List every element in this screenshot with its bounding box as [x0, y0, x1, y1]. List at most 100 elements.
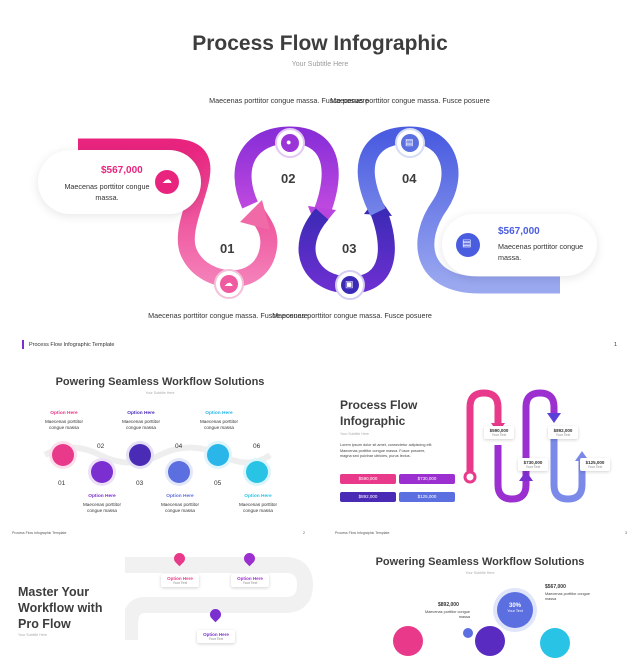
slide-title: Process Flow Infographic	[192, 32, 448, 55]
thumb1-number-6: 06	[253, 443, 261, 450]
thumb1-option-text-2: Maecenas porttitor congue massa	[82, 502, 122, 513]
thumb2-valbox-3-value: $892,000	[553, 428, 573, 433]
step-caption-03: Maecenas porttitor congue massa. Fusce p…	[272, 311, 432, 320]
thumb2-valbox-4-text: Your Text	[587, 465, 603, 469]
thumb1-circle-6	[246, 461, 268, 483]
arrow-head-pink	[240, 200, 270, 230]
thumb4-percent-circle: 30% Your Text	[497, 592, 533, 628]
thumb2-flow-diagram	[463, 389, 589, 503]
thumb1-title: Powering Seamless Workflow Solutions	[55, 376, 265, 388]
thumb3-card-2-text: Your Text	[242, 581, 258, 585]
cards-icon: ▤	[405, 137, 414, 147]
right-card-amount: $567,000	[498, 226, 540, 237]
thumb1-option-label-2: Option Here	[88, 494, 116, 499]
thumb3-card-1-label: Option Here	[167, 576, 193, 581]
step-caption-02: Maecenas porttitor congue massa. Fusce p…	[209, 96, 369, 105]
briefcase-icon: ▣	[345, 279, 354, 289]
thumb2-valbox-1-text: Your Text	[491, 433, 507, 437]
left-card-amount: $567,000	[101, 165, 143, 176]
thumb3-card-3-label: Option Here	[203, 632, 229, 637]
thumb1-circle-1	[52, 444, 74, 466]
thumb1-number-1: 01	[58, 480, 66, 487]
thumb4-percent-text: Your Text	[507, 609, 523, 613]
thumb1-circle-4	[168, 461, 190, 483]
left-info-card: $567,000 Maecenas porttitor congue massa…	[38, 150, 201, 214]
thumb2-title-line1: Process Flow	[340, 398, 418, 412]
cards-icon: ▤	[462, 238, 472, 249]
thumb2-pill-1: $590,000	[340, 474, 396, 484]
thumb1-option-text-4: Maecenas porttitor congue massa	[160, 502, 200, 513]
thumb3-road-path	[125, 557, 314, 640]
thumb2-valbox-2-value: $730,000	[523, 460, 543, 465]
step-caption-01: Maecenas porttitor congue massa. Fusce p…	[148, 311, 308, 320]
right-info-card: ▤ $567,000 Maecenas porttitor congue mas…	[442, 214, 597, 276]
thumb1-option-text-5: Maecenas porttitor congue massa	[199, 419, 239, 430]
step-caption-04: Maecenas porttitor congue massa. Fusce p…	[330, 96, 490, 105]
thumb1-wave-line	[43, 444, 272, 466]
thumb3-card-2: Option Here Your Text	[231, 574, 269, 587]
left-card-icon-circle	[155, 170, 179, 194]
thumb1-option-text-6: Maecenas porttitor congue massa	[238, 502, 278, 513]
thumb2-pill-2: $730,000	[399, 474, 455, 484]
thumb3-card-3: Option Here Your Text	[197, 630, 235, 643]
thumb2-title-line2: Infographic	[340, 414, 406, 428]
thumb4-percent: 30%	[508, 603, 521, 609]
thumb2-subtitle: Your Subtitle Here	[340, 432, 370, 436]
thumb4-circle-cyan	[540, 628, 570, 658]
thumb1-option-label-4: Option Here	[166, 494, 194, 499]
thumb3-title-line3: Pro Flow	[18, 617, 71, 631]
thumb3-card-1-text: Your Text	[172, 581, 188, 585]
thumb2-valbox-3: $892,000 Your Text	[548, 426, 578, 439]
thumb3-subtitle: Your Subtitle Here	[18, 633, 48, 637]
thumb2-valbox-2: $730,000 Your Text	[518, 458, 548, 471]
slide-subtitle: Your Subtitle Here	[291, 61, 349, 68]
thumb1-circle-3	[129, 444, 151, 466]
thumb3-card-3-text: Your Text	[208, 637, 224, 641]
thumb1-page: 2	[303, 531, 305, 535]
footer-text: Process Flow Infographic Template	[29, 342, 115, 348]
process-flow-diagram	[78, 126, 560, 300]
thumb1-circle-2	[91, 461, 113, 483]
thumb1-option-label-3: Option Here	[127, 411, 155, 416]
thumb1-option-text-3: Maecenas porttitor congue massa	[121, 419, 161, 430]
flow-segment-blue	[357, 126, 560, 294]
thumb3-card-1: Option Here Your Text	[161, 574, 199, 587]
thumb4-circle-purple	[475, 626, 505, 656]
thumb1-number-2: 02	[97, 443, 105, 450]
thumb1-number-3: 03	[136, 480, 144, 487]
thumb1-number-4: 04	[175, 443, 183, 450]
thumb1-option-text-1: Maecenas porttitor congue massa	[44, 419, 84, 430]
thumb1-footer: Process Flow Infographic Template	[12, 531, 67, 535]
footer-accent-bar	[22, 340, 24, 349]
thumb4-title: Powering Seamless Workflow Solutions	[375, 556, 585, 568]
page-number: 1	[614, 342, 618, 348]
flow-segment-pink	[78, 138, 278, 288]
thumb2-pill-3: $892,000	[340, 492, 396, 502]
thumb2-page: 3	[625, 531, 627, 535]
thumb2-body: Lorem ipsum dolor sit amet, consectetur …	[340, 443, 433, 458]
thumb4-circle-pink	[393, 626, 423, 656]
right-card-text: Maecenas porttitor congue massa.	[498, 242, 584, 262]
thumb3-title-line2: Workflow with	[18, 601, 103, 615]
thumb2-valbox-3-text: Your Text	[555, 433, 571, 437]
thumb4-value-right: $567,000	[545, 584, 566, 590]
thumb2-footer: Process Flow Infographic Template	[335, 531, 390, 535]
thumb4-text-left: Maecenas porttitor congue massa	[425, 610, 470, 619]
cloud-icon: ☁	[162, 175, 172, 186]
thumb4-subtitle: Your Subtitle Here	[465, 571, 495, 575]
thumb4-text-right: Maecenas porttitor congue massa	[545, 592, 590, 601]
step-number-03: 03	[342, 241, 357, 256]
thumb2-valbox-2-text: Your Text	[525, 465, 541, 469]
thumb4-dot	[463, 628, 473, 638]
thumb3-title-line1: Master Your	[18, 585, 90, 599]
thumb2-valbox-1-value: $590,000	[489, 428, 509, 433]
thumb2-valbox-4-value: $125,000	[585, 460, 605, 465]
thumb1-option-label-1: Option Here	[50, 411, 78, 416]
thumb4-value-left: $892,000	[438, 602, 459, 608]
thumb1-circle-5	[207, 444, 229, 466]
thumb1-number-5: 05	[214, 480, 222, 487]
left-card-text: Maecenas porttitor congue massa.	[64, 182, 150, 202]
step-number-04: 04	[402, 171, 417, 186]
lightbulb-icon: ●	[286, 137, 292, 147]
thumb2-pill-4: $125,000	[399, 492, 455, 502]
